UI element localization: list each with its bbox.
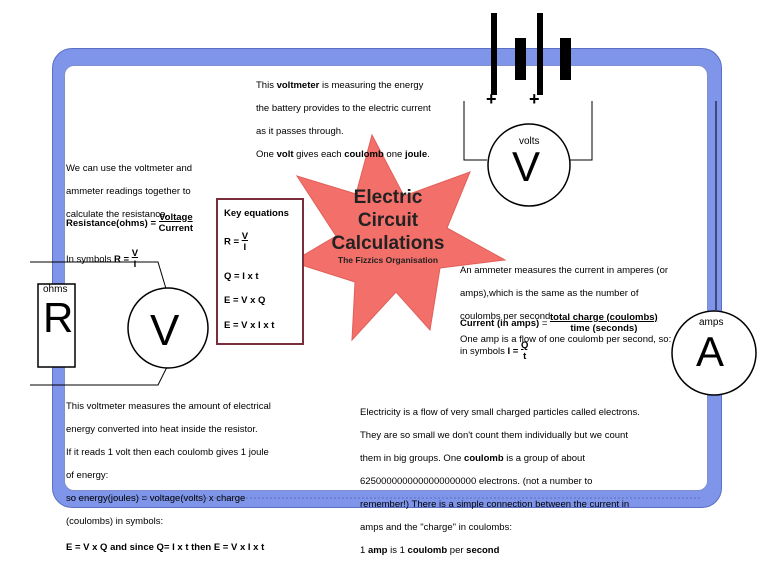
key-eq-charge: Q = I x t <box>224 271 259 282</box>
top-voltmeter-note: This voltmeter is measuring the energy t… <box>256 79 431 160</box>
top-voltmeter-symbol: V <box>512 143 541 190</box>
resistor-label: ohms <box>43 284 68 295</box>
current-formula: Current (in amps) = total charge (coulom… <box>460 311 658 335</box>
resistance-note: We can use the voltmeter and ammeter rea… <box>66 162 193 220</box>
battery-symbol <box>491 13 571 95</box>
ammeter-circle <box>671 310 757 396</box>
ammeter-note: An ammeter measures the current in amper… <box>460 264 672 345</box>
electricity-note: Electricity is a flow of very small char… <box>360 406 640 556</box>
top-voltmeter-circle <box>487 123 571 207</box>
title-line-1: Electric <box>353 187 423 208</box>
title-line-3: Calculations <box>331 233 445 254</box>
circuit-wires <box>30 101 717 386</box>
battery-plus-1: + <box>486 89 497 109</box>
diagram-title: Electric Circuit Calculations The Fizzic… <box>318 186 458 266</box>
resistor-voltmeter-circle <box>127 287 209 369</box>
ammeter-symbol: A <box>696 328 725 375</box>
resistor-voltmeter-note: This voltmeter measures the amount of el… <box>66 400 271 553</box>
key-equations-heading: Key equations <box>224 208 289 219</box>
top-voltmeter-label: volts <box>519 136 540 147</box>
resistor-symbol: R <box>43 294 74 341</box>
circuit-diagram <box>30 13 757 396</box>
dotted-footer-line <box>70 491 700 499</box>
battery-plus-2: + <box>529 89 540 109</box>
red-star <box>290 133 507 342</box>
ammeter-label: amps <box>699 317 724 328</box>
key-eq-energy-vq: E = V x Q <box>224 295 266 306</box>
title-subtitle: The Fizzics Organisation <box>337 255 439 265</box>
resistor-box <box>37 283 76 368</box>
resistor-voltmeter-symbol: V <box>150 306 180 355</box>
title-line-2: Circuit <box>357 210 419 231</box>
key-eq-energy-vit: E = V x I x t <box>224 320 275 331</box>
